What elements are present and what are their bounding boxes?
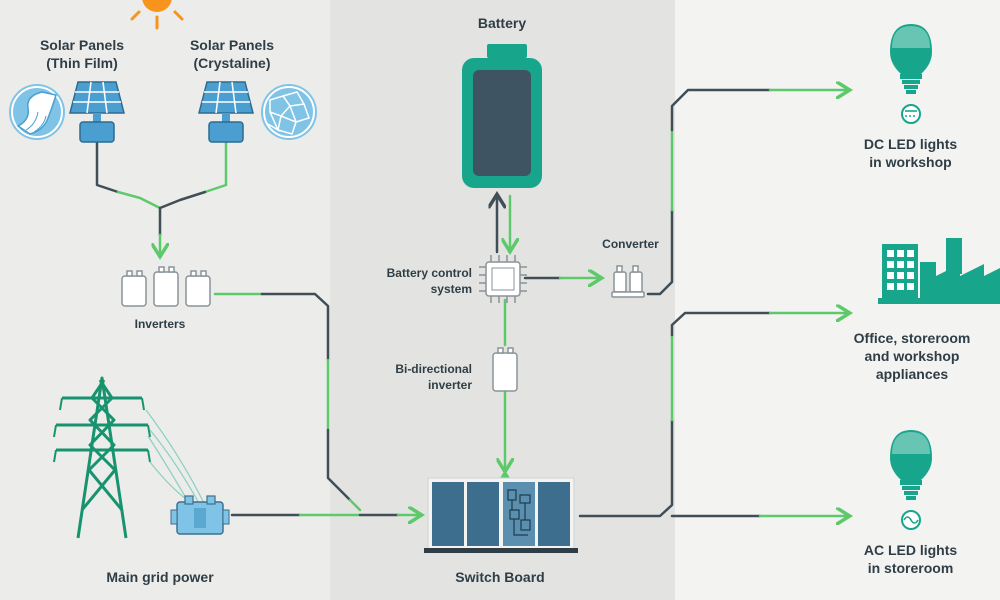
switchboard-icon	[424, 470, 578, 553]
solar-crystaline-label: Solar Panels (Crystaline)	[172, 36, 292, 72]
wire-network	[95, 88, 848, 518]
inverters-label: Inverters	[134, 317, 186, 331]
converter-icon	[611, 265, 645, 298]
dc-lights-label: DC LED lights in workshop	[848, 135, 973, 171]
battery-control-line1: Battery control	[386, 266, 472, 280]
led-bulb-icon	[890, 430, 932, 500]
bi-inverter-line1: Bi-directional	[395, 362, 472, 376]
wire-crystal-join	[158, 190, 207, 210]
solar-panel-icon	[198, 81, 254, 143]
wire-switch-out	[578, 418, 674, 518]
wire-switch-top	[670, 311, 772, 337]
wire-inverters-5	[348, 498, 362, 512]
wire-converter-out	[646, 208, 674, 296]
switch-board-label: Switch Board	[455, 569, 545, 585]
solar-crystaline-line1: Solar Panels	[189, 37, 275, 53]
solar-panel-icon	[69, 81, 125, 143]
transformer-icon	[170, 495, 230, 535]
led-bulb-icon	[890, 24, 932, 94]
office-line1: Office, storeroom	[853, 330, 971, 346]
factory-icon	[878, 238, 1000, 304]
inverter-icon	[492, 347, 518, 392]
wire-inverters-2	[260, 292, 330, 362]
converter-label: Converter	[602, 237, 659, 251]
wire-converter-top	[670, 88, 772, 132]
office-line2: and workshop	[864, 348, 960, 364]
ac-symbol-icon	[901, 510, 921, 530]
chip-icon	[479, 255, 527, 303]
bi-inverter-line2: inverter	[427, 378, 472, 392]
battery-control-line2: system	[430, 282, 472, 296]
inverter-icon	[121, 266, 211, 307]
battery-label: Battery	[477, 15, 527, 31]
wire-thin-film-join	[116, 190, 162, 210]
solar-thin-film-label: Solar Panels (Thin Film)	[22, 36, 142, 72]
crystalline-panel-icon	[261, 84, 317, 140]
thin-film-panel-icon	[9, 84, 65, 140]
wire-thin-film-down	[95, 140, 120, 194]
dc-lights-line1: DC LED lights	[863, 136, 958, 152]
ac-lights-line1: AC LED lights	[863, 542, 958, 558]
dc-lights-line2: in workshop	[869, 154, 952, 170]
solar-crystaline-line2: (Crystaline)	[193, 55, 271, 71]
solar-thin-film-line2: (Thin Film)	[46, 55, 118, 71]
ac-lights-label: AC LED lights in storeroom	[848, 541, 973, 577]
ac-lights-line2: in storeroom	[867, 560, 954, 576]
sun-icon	[130, 0, 184, 30]
main-grid-label: Main grid power	[106, 569, 214, 585]
battery-control-label: Battery control system	[360, 265, 472, 297]
power-pylon-icon	[53, 376, 151, 539]
wire-inverters-4	[326, 428, 352, 502]
solar-thin-film-line1: Solar Panels	[39, 37, 125, 53]
wire-crystal-down	[203, 140, 228, 194]
dc-symbol-icon	[901, 104, 921, 124]
power-lines	[145, 409, 206, 506]
battery-icon	[462, 44, 542, 188]
office-line3: appliances	[875, 366, 949, 382]
bi-directional-inverter-label: Bi-directional inverter	[368, 361, 472, 393]
office-appliances-label: Office, storeroom and workshop appliance…	[842, 329, 982, 383]
